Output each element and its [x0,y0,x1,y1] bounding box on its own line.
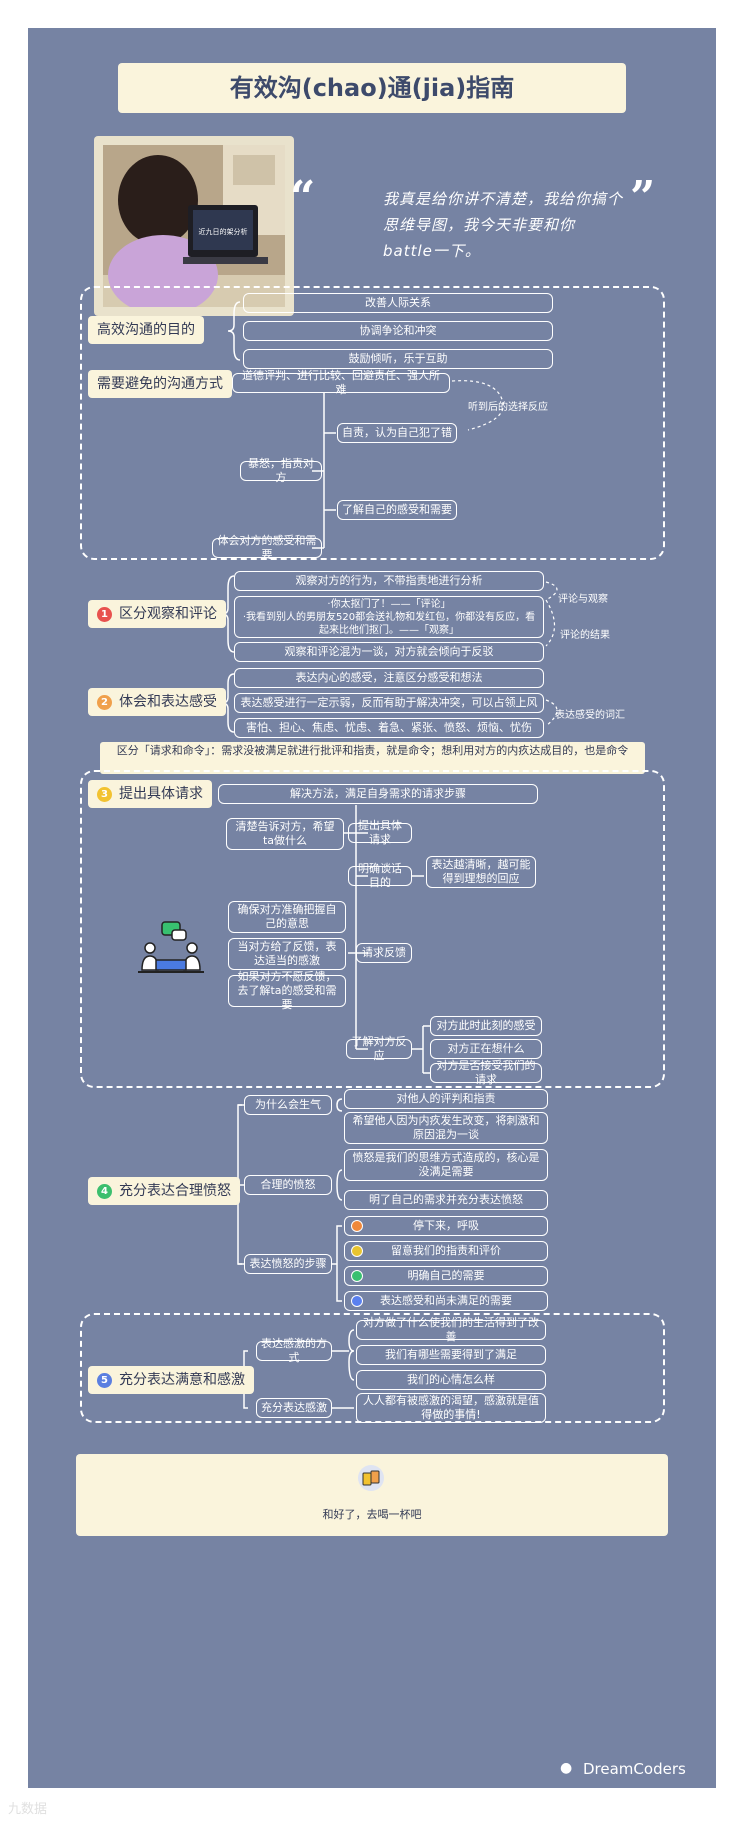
anger-step-4: 表达感受和尚未满足的需要 [344,1291,548,1311]
observe-note-2: 评论的结果 [560,630,610,641]
request-top: 解决方法，满足自身需求的请求步骤 [218,784,538,804]
watermark-right: DreamCoders [583,1760,686,1778]
anger-step-3: 明确自己的需要 [344,1266,548,1286]
footer-text: 和好了，去喝一杯吧 [322,1508,422,1521]
request-label: 3 提出具体请求 [88,780,212,808]
photo-frame: 近九日的架分析 [94,136,294,316]
anger-step-1-text: 停下来，呼吸 [413,1219,479,1232]
anger-step-3-text: 明确自己的需要 [407,1269,485,1282]
gratitude-full: 充分表达感激 [256,1398,332,1418]
observe-item-2: ·你太抠门了！——「评论」 ·我看到别人的男朋友520都会送礼物和发红包，你都没… [234,596,544,638]
wechat-icon: ● [560,1760,573,1776]
request-label-text: 提出具体请求 [119,786,203,802]
observe-note-1: 评论与观察 [558,594,608,605]
anger-step-1: 停下来，呼吸 [344,1216,548,1236]
anger-reasonable-item-2: 明了自己的需求并充分表达愤怒 [344,1190,548,1210]
request-step-3: 请求反馈 [356,943,412,963]
request-step-4-detail-1: 对方此时此刻的感受 [430,1016,542,1036]
anger-steps: 表达愤怒的步骤 [244,1254,332,1274]
poster: 有效沟(chao)通(jia)指南 近九日的架分析 “ 我真是给你讲不清楚，我给… [28,28,716,1788]
gratitude-way-item-2: 我们有哪些需要得到了满足 [356,1345,546,1365]
request-step-1: 提出具体请求 [348,819,412,846]
purpose-item-2: 协调争论和冲突 [243,321,553,341]
request-step-1-detail: 清楚告诉对方，希望ta做什么 [226,818,344,850]
gratitude-way-item-3: 我们的心情怎么样 [356,1370,546,1390]
avoid-reaction-1: 自责，认为自己犯了错 [337,423,457,443]
request-step-3-detail-3: 如果对方不愿反馈，去了解ta的感受和需要 [228,970,346,1011]
quote-close-mark: ” [630,172,656,223]
purpose-item-1: 改善人际关系 [243,293,553,313]
page-title: 有效沟(chao)通(jia)指南 [118,63,626,113]
quote-open-mark: “ [290,172,316,223]
anger-label-text: 充分表达合理愤怒 [119,1183,231,1199]
number-badge-5: 5 [97,1373,112,1388]
cheers-icon [358,1465,384,1491]
number-badge-4: 4 [97,1184,112,1199]
anger-step-4-text: 表达感受和尚未满足的需要 [380,1294,512,1307]
request-step-4: 了解对方反应 [346,1035,412,1062]
anger-step-2-text: 留意我们的指责和评价 [391,1244,501,1257]
number-badge-2: 2 [97,695,112,710]
request-step-4-detail-2: 对方正在想什么 [430,1039,542,1059]
avoid-top: 道德评判、进行比较、回避责任、强人所难 [232,369,450,396]
step-dot-3 [351,1270,363,1282]
gratitude-label-text: 充分表达满意和感激 [119,1372,245,1388]
feel-label-text: 体会和表达感受 [119,694,217,710]
request-step-2: 明确谈话目的 [348,862,412,889]
number-badge-1: 1 [97,607,112,622]
footer-panel: 和好了，去喝一杯吧 [76,1454,668,1536]
request-section [80,770,665,1088]
gratitude-way-item-1: 对方做了什么使我们的生活得到了改善 [356,1316,546,1343]
observe-label: 1 区分观察和评论 [88,600,226,628]
feel-item-3: 害怕、担心、焦虑、忧虑、着急、紧张、愤怒、烦恼、忧伤 [234,718,544,738]
request-step-3-detail-2: 当对方给了反馈，表达适当的感激 [228,938,346,970]
avoid-reaction-4: 体会对方的感受和需要 [212,534,322,561]
photo-illustration: 近九日的架分析 [103,145,285,307]
avoid-label: 需要避免的沟通方式 [88,370,232,398]
request-step-4-detail-3: 对方是否接受我们的请求 [430,1059,542,1086]
feel-item-1: 表达内心的感受，注意区分感受和想法 [234,668,544,688]
observe-label-text: 区分观察和评论 [119,606,217,622]
number-badge-3: 3 [97,787,112,802]
observe-item-3: 观察和评论混为一谈，对方就会倾向于反驳 [234,642,544,662]
anger-step-2: 留意我们的指责和评价 [344,1241,548,1261]
avoid-reaction-2: 暴怒，指责对方 [240,457,322,484]
purpose-avoid-section [80,286,665,560]
gratitude-label: 5 充分表达满意和感激 [88,1366,254,1394]
step-dot-2 [351,1245,363,1257]
reaction-note: 听到后的选择反应 [468,402,548,413]
photo: 近九日的架分析 [103,145,285,307]
gratitude-way: 表达感激的方式 [256,1337,332,1364]
anger-why-item-2: 希望他人因为内疚发生改变，将刺激和原因混为一谈 [344,1112,548,1144]
avoid-reaction-3: 了解自己的感受和需要 [337,500,457,520]
anger-label: 4 充分表达合理愤怒 [88,1177,240,1205]
anger-reasonable-item-1: 愤怒是我们的思维方式造成的，核心是没满足需要 [344,1149,548,1181]
observe-item-1: 观察对方的行为，不带指责地进行分析 [234,571,544,591]
feel-note: 表达感受的词汇 [555,710,625,721]
request-command-banner: 区分「请求和命令」：需求没被满足就进行批评和指责，就是命令；想利用对方的内疚达成… [100,742,645,774]
step-dot-1 [351,1220,363,1232]
purpose-label: 高效沟通的目的 [88,316,204,344]
quote-text: 我真是给你讲不清楚，我给你搞个思维导图，我今天非要和你battle一下。 [383,190,624,260]
anger-why: 为什么会生气 [244,1095,332,1115]
purpose-item-3: 鼓励倾听，乐于互助 [243,349,553,369]
feel-item-2: 表达感受进行一定示弱，反而有助于解决冲突，可以占领上风 [234,693,544,713]
step-dot-4 [351,1295,363,1307]
conversation-icon [138,921,204,973]
anger-why-item-1: 对他人的评判和指责 [344,1089,548,1109]
request-step-3-detail-1: 确保对方准确把握自己的意思 [228,901,346,933]
feel-label: 2 体会和表达感受 [88,688,226,716]
anger-reasonable: 合理的愤怒 [244,1175,332,1195]
request-step-2-detail: 表达越清晰，越可能得到理想的回应 [426,856,536,888]
laptop-text: 近九日的架分析 [199,227,248,236]
watermark-left: 九数据 [8,1802,48,1817]
gratitude-full-item: 人人都有被感激的渴望，感激就是值得做的事情! [356,1393,546,1423]
